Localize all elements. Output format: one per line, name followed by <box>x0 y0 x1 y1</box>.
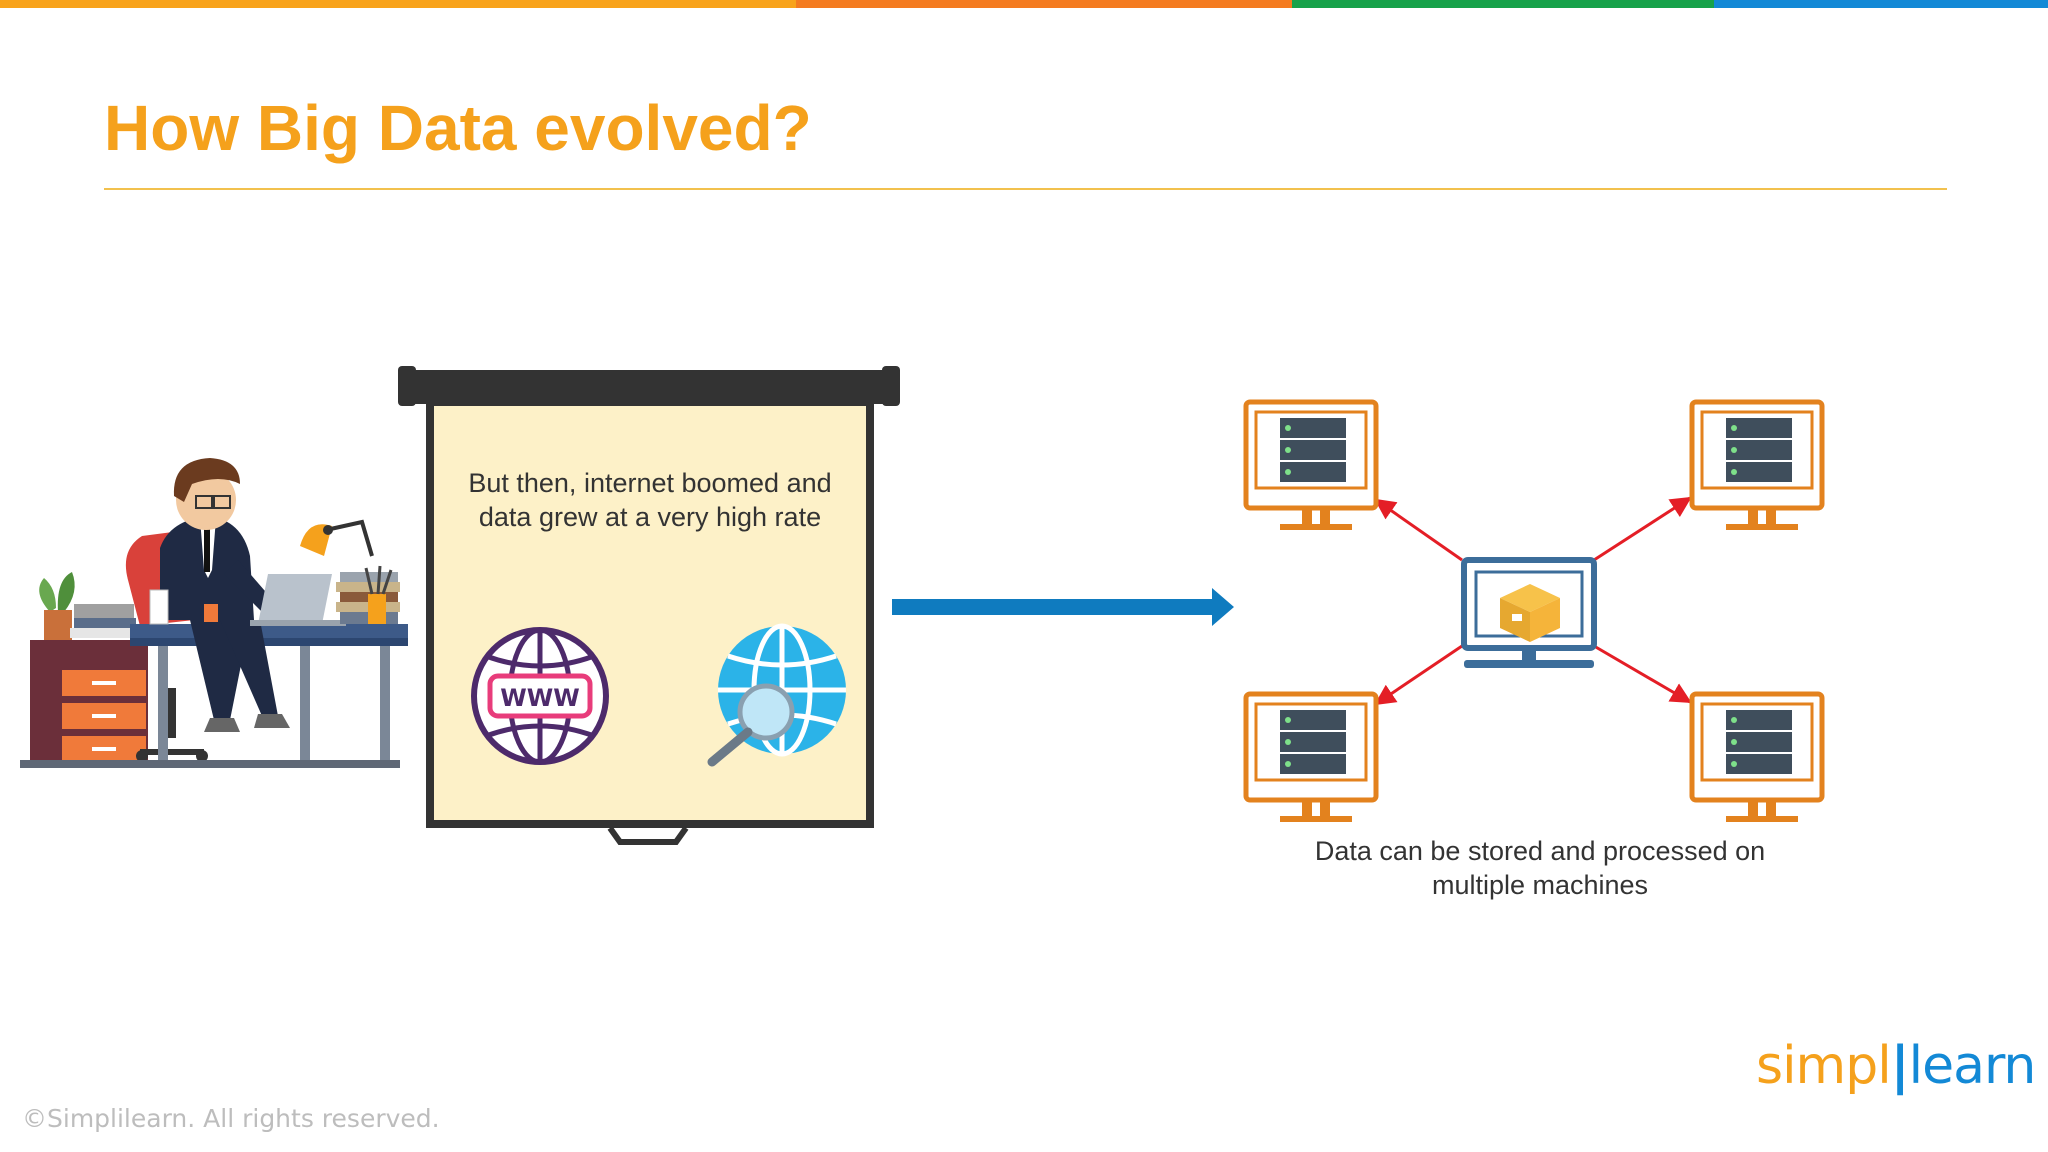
simplilearn-logo: simpl|learn <box>1756 1036 2037 1096</box>
package-icon <box>1500 584 1560 642</box>
top-bar-segment-orange <box>0 0 796 8</box>
www-globe-icon: WWW <box>471 627 609 765</box>
server-monitor-icon <box>1689 399 1825 530</box>
server-monitor-icon <box>1689 691 1825 822</box>
transition-arrow <box>892 588 1234 626</box>
page-title: How Big Data evolved? <box>104 92 812 164</box>
screen-text: But then, internet boomed and data grew … <box>468 468 832 532</box>
logo-divider-icon: | <box>1890 1036 1910 1096</box>
server-monitor-icon <box>1243 399 1379 530</box>
central-computer <box>1461 557 1597 668</box>
top-bar-segment-dark-orange <box>796 0 1292 8</box>
logo-part-learn: learn <box>1908 1036 2037 1096</box>
www-label: WWW <box>500 684 579 712</box>
top-color-bar <box>0 0 2048 8</box>
server-monitor-icon <box>1243 691 1379 822</box>
person-at-desk-illustration <box>20 458 408 768</box>
copyright-footer: ©Simplilearn. All rights reserved. <box>22 1104 440 1133</box>
globe-magnifier-icon <box>707 623 846 767</box>
network-caption: Data can be stored and processed on mult… <box>1314 836 1766 900</box>
title-divider <box>104 188 1947 190</box>
network-connectors <box>1374 496 1692 706</box>
projector-screen <box>398 366 900 845</box>
logo-part-simpl: simpl <box>1756 1036 1892 1096</box>
top-bar-segment-green <box>1292 0 1714 8</box>
top-bar-segment-blue <box>1714 0 2048 8</box>
